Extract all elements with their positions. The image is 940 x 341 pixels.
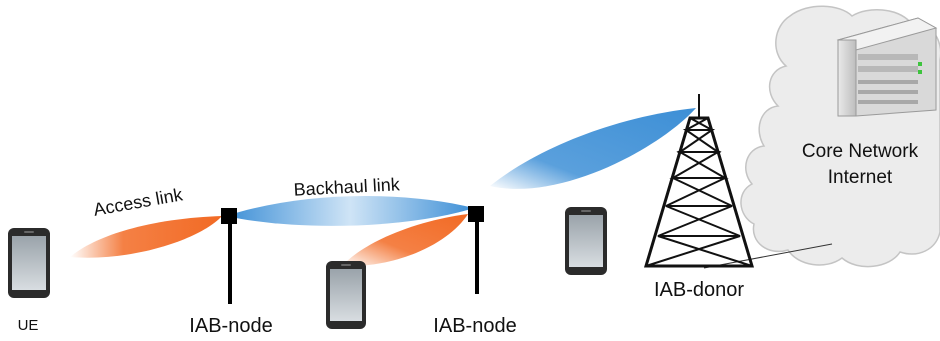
iab-node-2 (468, 206, 484, 294)
iab-node-2-label: IAB-node (433, 315, 516, 337)
backhaul-beam (226, 196, 474, 226)
core-network-label: Core Network (802, 141, 919, 162)
backhaul-link-label: Backhaul link (293, 174, 401, 200)
wired-link (703, 243, 833, 269)
iab-node-1-label: IAB-node (189, 315, 272, 337)
server-icon (836, 17, 938, 117)
iab-donor-label: IAB-donor (654, 279, 744, 301)
internet-label: Internet (828, 167, 893, 188)
ue-phone-icon (8, 228, 50, 298)
ue-label: UE (18, 317, 39, 334)
tower-icon (643, 94, 755, 268)
backhaul-beam-donor (490, 108, 696, 189)
access-beam-node2 (342, 214, 468, 267)
server-led (918, 62, 922, 66)
access-link-label: Access link (92, 184, 185, 220)
access-beam-ue (70, 216, 222, 258)
iab-node-1 (221, 208, 237, 304)
phone-icon-3 (565, 207, 607, 275)
phone-icon-2 (326, 261, 366, 329)
